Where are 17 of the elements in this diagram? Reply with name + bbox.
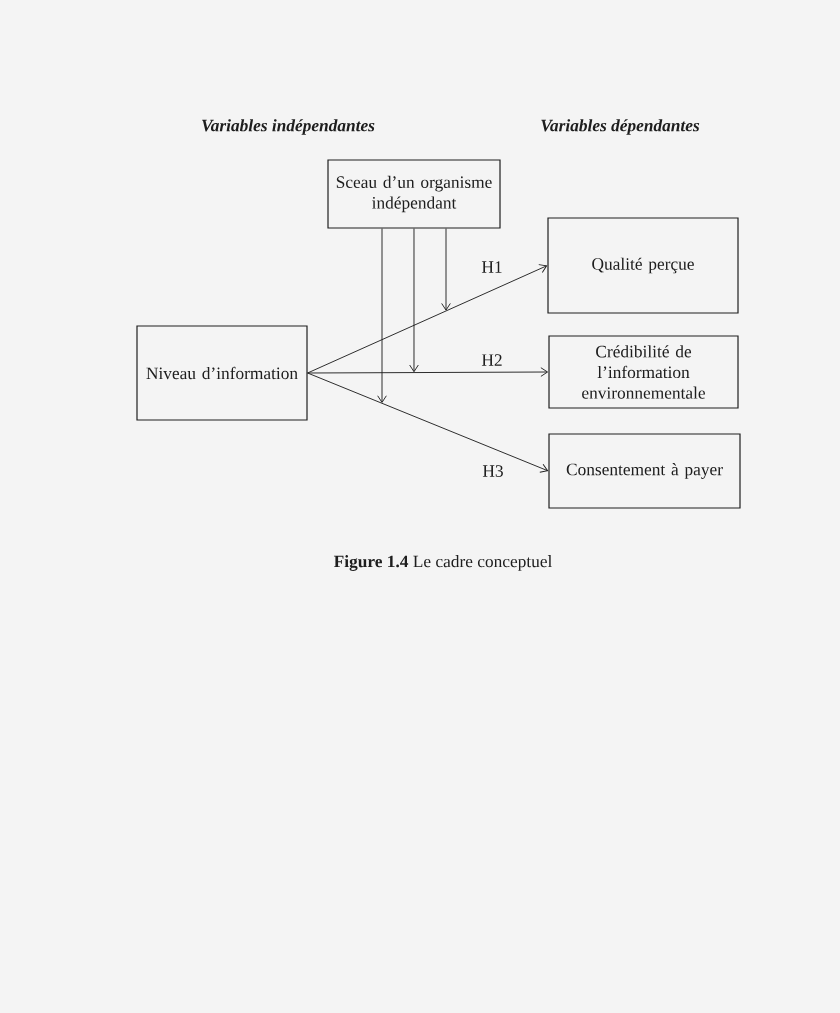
moderator-arrow: [409, 228, 419, 373]
moderator-arrow: [377, 228, 387, 403]
variable-box: Sceau d’un organisme indépendant: [327, 159, 501, 229]
figure-caption: Figure 1.4 Le cadre conceptuel: [333, 555, 552, 571]
variable-box: Niveau d’information: [136, 325, 308, 421]
column-heading: Variables indépendantes: [202, 119, 375, 135]
arrow: [307, 367, 548, 377]
column-heading: Variables dépendantes: [541, 119, 700, 135]
moderator-arrow: [441, 228, 451, 311]
edge-label: H3: [482, 465, 503, 477]
edge-label: H2: [481, 354, 502, 366]
variable-box: Qualité perçue: [547, 217, 739, 314]
variable-box: Crédibilité de l’information environnementale: [548, 335, 739, 409]
edge-label: H1: [481, 261, 502, 273]
arrow: [307, 264, 548, 374]
variable-box: Consentement à payer: [548, 433, 741, 509]
arrow: [307, 372, 549, 473]
